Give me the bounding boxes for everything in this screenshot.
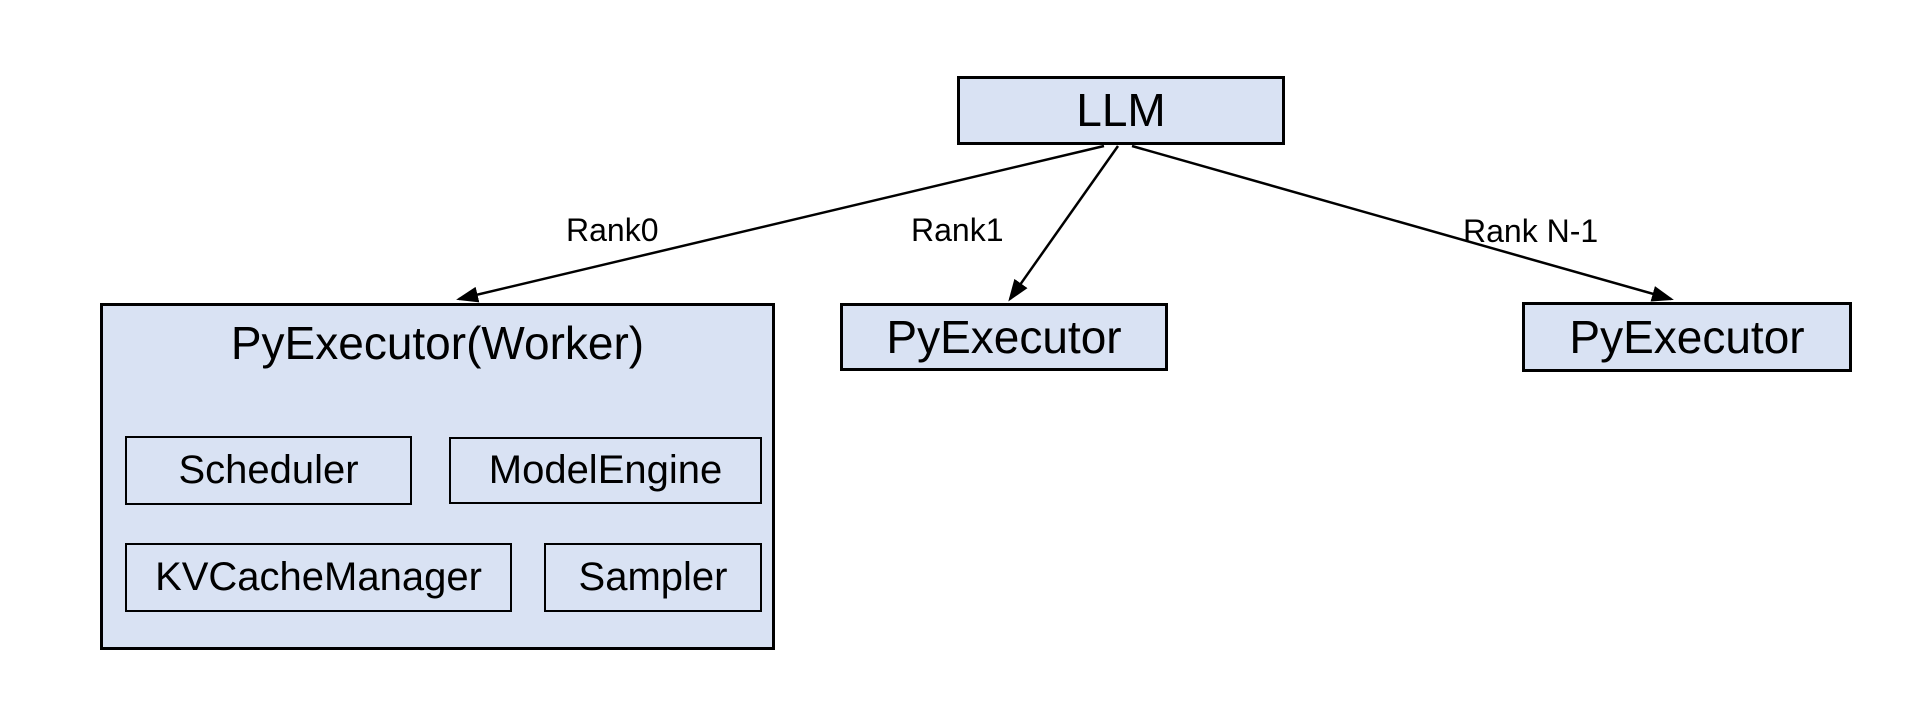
edge-rankn-arrow [1131,144,1674,302]
modelengine-node: ModelEngine [449,437,762,504]
edge-label-rank1: Rank1 [911,212,1004,248]
pyexecutor-rank1-node: PyExecutor [840,303,1168,371]
kvcachemanager-node: KVCacheManager [125,543,512,612]
pyexecutor-worker-node: PyExecutor(Worker) Scheduler ModelEngine… [100,303,775,650]
edge-rank1-arrow [1008,145,1120,302]
pyexecutor-rank-n-1-node: PyExecutor [1522,302,1852,372]
sampler-node: Sampler [544,543,762,612]
scheduler-node: Scheduler [125,436,412,505]
edge-label-rank-n-1: Rank N-1 [1463,213,1599,249]
edge-rank0-arrow [456,144,1105,303]
pyexecutor-worker-title: PyExecutor(Worker) [230,317,645,369]
llm-node: LLM [957,76,1285,145]
edge-label-rank0: Rank0 [566,212,659,248]
